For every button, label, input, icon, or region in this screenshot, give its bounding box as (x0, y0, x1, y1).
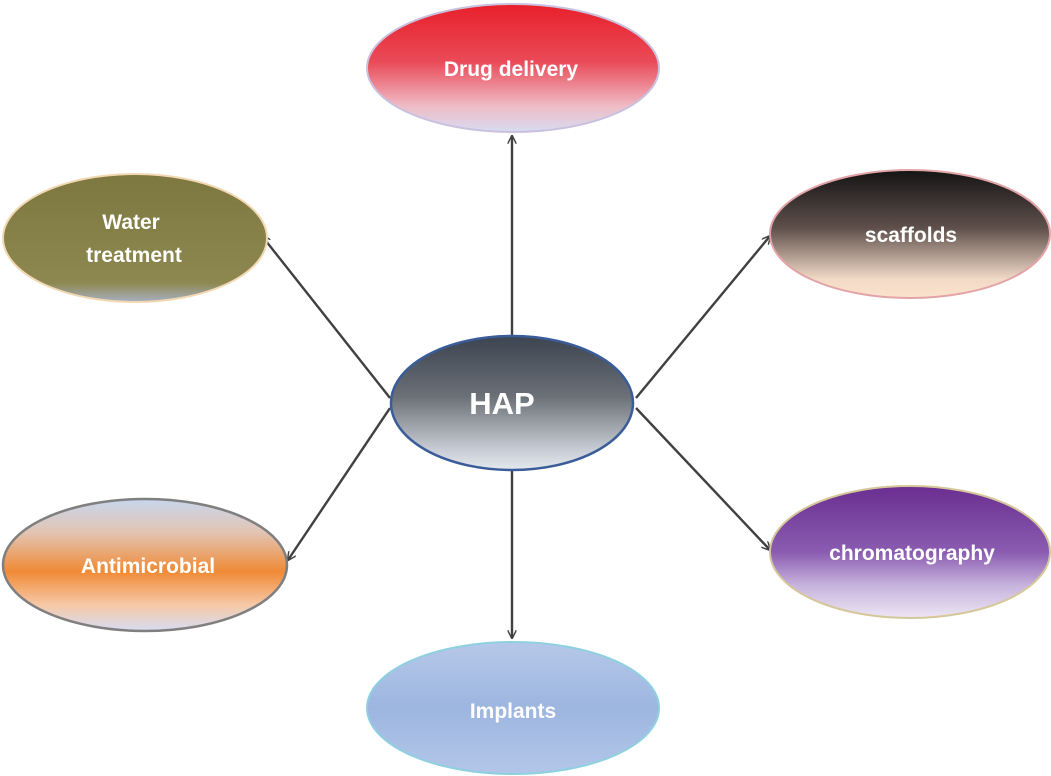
node-scaffolds-label: scaffolds (865, 224, 957, 247)
connectors (262, 136, 770, 638)
node-chromatography-shape (769, 485, 1051, 619)
hub-hap-shape (389, 334, 635, 472)
node-drug-delivery-shape (366, 3, 660, 133)
node-antimicrobial-shape (1, 497, 289, 633)
node-scaffolds: scaffolds (769, 169, 1051, 299)
arrow-to-water-treatment (262, 236, 391, 399)
node-chromatography-label: chromatography (829, 542, 995, 565)
node-water-treatment-shape (2, 173, 268, 303)
hub-hap: HAP (389, 334, 635, 472)
node-water-treatment-line1: Water (102, 211, 160, 234)
hub-hap-label: HAP (469, 386, 534, 421)
arrow-to-chromatography (635, 407, 770, 550)
node-water-treatment: Water treatment (2, 173, 268, 303)
node-water-treatment-label: Water treatment (86, 211, 182, 267)
node-chromatography: chromatography (769, 485, 1051, 619)
node-antimicrobial: Antimicrobial (1, 497, 289, 633)
arrow-to-scaffolds (635, 236, 770, 399)
node-implants-shape (366, 641, 660, 775)
node-implants-label: Implants (470, 700, 556, 723)
node-drug-delivery: Drug delivery (366, 3, 660, 133)
arrow-to-antimicrobial (288, 407, 391, 560)
node-antimicrobial-label: Antimicrobial (81, 555, 215, 578)
node-drug-delivery-label: Drug delivery (444, 58, 579, 81)
node-scaffolds-shape (769, 169, 1051, 299)
node-water-treatment-line2: treatment (86, 244, 182, 267)
node-implants: Implants (366, 641, 660, 775)
